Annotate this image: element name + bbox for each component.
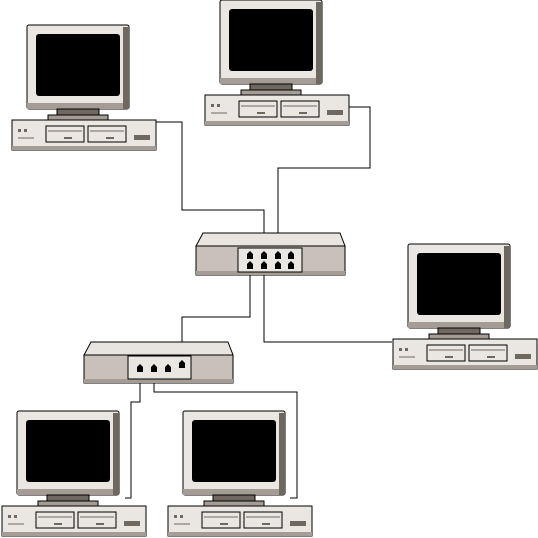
hub-main-port-6 bbox=[261, 261, 267, 269]
hub-main-port-7 bbox=[275, 261, 281, 269]
cable-group bbox=[125, 106, 392, 499]
computer-top-center bbox=[204, 0, 350, 126]
cable-right-computer-to-main-hub bbox=[263, 270, 392, 343]
computer-bottom-left bbox=[1, 410, 147, 537]
cable-bottom-left-to-secondary-hub bbox=[125, 372, 141, 499]
hub-secondary-port-3 bbox=[165, 364, 171, 372]
hub-main-ports bbox=[247, 251, 294, 269]
hub-secondary-port-1 bbox=[137, 364, 143, 372]
cable-secondary-hub-to-main-hub bbox=[181, 270, 251, 362]
hub-main-port-2 bbox=[261, 251, 267, 259]
hub-secondary-ports bbox=[137, 360, 185, 372]
cable-top-center-to-main-hub bbox=[277, 106, 371, 254]
hub-main-port-3 bbox=[275, 251, 281, 259]
cable-bottom-center-to-secondary-hub bbox=[153, 372, 298, 499]
hub-main-port-4 bbox=[288, 251, 294, 259]
hub-main bbox=[195, 232, 346, 276]
hub-secondary-port-2 bbox=[151, 364, 157, 372]
computer-bottom-center bbox=[167, 410, 313, 537]
hub-main-port-5 bbox=[247, 261, 253, 269]
hub-secondary-port-panel bbox=[127, 355, 192, 380]
hub-main-port-8 bbox=[288, 261, 294, 269]
hub-secondary-port-4 bbox=[179, 360, 185, 368]
computer-top-left bbox=[11, 24, 157, 151]
computer-right bbox=[392, 243, 538, 370]
hub-secondary bbox=[83, 341, 234, 384]
cable-top-left-to-main-hub bbox=[155, 121, 265, 254]
hub-main-port-1 bbox=[247, 251, 253, 259]
